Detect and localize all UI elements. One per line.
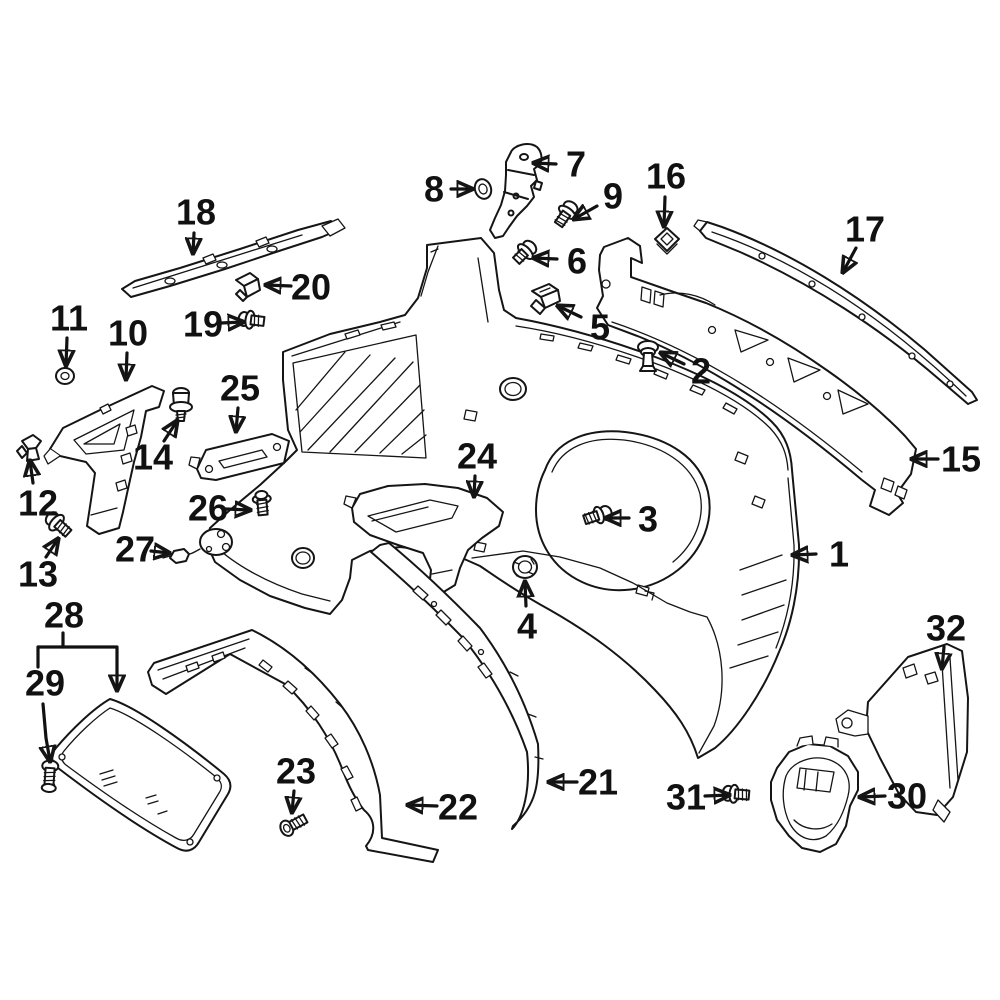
callout-6-label: 6: [567, 241, 587, 282]
callout-26-label: 26: [188, 488, 228, 529]
callout-4-label: 4: [517, 606, 537, 647]
callout-9-leader: [574, 206, 599, 219]
callout-12-leader: [30, 461, 33, 485]
callout-2-leader: [661, 353, 686, 364]
callout-18-label: 18: [176, 192, 216, 233]
part-7-side-bracket-highlighted: [489, 143, 543, 239]
part-28-skid-plate: [51, 698, 232, 852]
callout-7-leader: [534, 163, 558, 164]
callout-30-label: 30: [887, 776, 927, 817]
part-14-bolt: [169, 387, 193, 422]
part-15-impact-absorber: [596, 237, 917, 516]
callout-29-leader: [43, 702, 50, 761]
part-29-screw: [40, 759, 60, 793]
callout-14-label: 14: [133, 437, 173, 478]
part-17-step-trim-rail: [693, 219, 978, 405]
callout-24-leader: [474, 474, 475, 496]
callout-19-label: 19: [183, 304, 223, 345]
callout-22-label: 22: [438, 787, 478, 828]
callout-25-leader: [236, 406, 238, 431]
callout-20-label: 20: [291, 267, 331, 308]
callout-19-leader: [219, 322, 243, 323]
callout-12-label: 12: [18, 483, 58, 524]
callout-5-leader: [558, 306, 583, 317]
part-9-screw: [553, 200, 579, 229]
callout-11-label: 11: [50, 298, 88, 339]
part-30-access-cover: [770, 735, 859, 853]
part-4-nut: [512, 555, 538, 579]
callout-23-label: 23: [276, 751, 316, 792]
callout-13-leader: [46, 539, 58, 559]
part-11-grommet: [55, 367, 75, 385]
part-5-clip: [530, 283, 561, 315]
callout-1-label: 1: [829, 534, 849, 575]
callout-14-leader: [164, 421, 177, 443]
part-6-screw: [512, 239, 538, 265]
part-26-screw: [251, 490, 272, 517]
callout-2-label: 2: [691, 351, 711, 392]
callout-5-label: 5: [590, 307, 610, 348]
callout-27-label: 27: [115, 529, 155, 570]
part-32-mount-bracket-panel: [835, 643, 969, 823]
callout-16-leader: [664, 195, 665, 226]
callout-17-leader: [843, 246, 856, 272]
callout-24-label: 24: [457, 436, 497, 477]
callout-25-label: 25: [220, 368, 260, 409]
callout-26-leader: [224, 509, 250, 510]
callout-15-label: 15: [941, 439, 981, 480]
part-13-screw: [44, 511, 73, 538]
callout-32-leader: [942, 645, 944, 668]
part-25-plate: [188, 433, 290, 481]
callout-31-leader: [703, 795, 729, 796]
callout-29-label: 29: [25, 663, 65, 704]
callout-10-leader: [126, 351, 127, 379]
part-21-trim-strip: [370, 542, 544, 830]
callout-28-leader: [61, 631, 117, 690]
part-2-push-pin: [637, 340, 659, 372]
callout-16-label: 16: [646, 156, 686, 197]
callout-13-label: 13: [18, 554, 58, 595]
callout-6-leader: [534, 258, 559, 259]
callout-1-leader: [793, 554, 818, 555]
part-8-grommet: [473, 178, 493, 200]
callout-30-leader: [860, 796, 887, 797]
callout-4-leader: [525, 582, 526, 608]
part-10-side-bracket: [43, 385, 165, 535]
part-18-mounting-rail: [121, 218, 346, 298]
part-24-lower-shield: [343, 483, 504, 594]
callout-8-label: 8: [424, 169, 444, 210]
callout-20-leader: [266, 285, 293, 286]
callout-7-label: 7: [566, 144, 586, 185]
callout-21-label: 21: [578, 762, 618, 803]
callout-31-label: 31: [666, 777, 706, 818]
callout-23-leader: [292, 789, 294, 812]
part-16-clip-nut: [654, 227, 680, 255]
callout-28-label: 28: [44, 595, 84, 636]
callout-32-label: 32: [926, 608, 966, 649]
callout-22-leader: [408, 805, 439, 806]
callout-10-label: 10: [108, 313, 148, 354]
part-27-sensor: [162, 528, 233, 564]
part-20-clip: [235, 272, 261, 302]
callout-9-label: 9: [603, 176, 623, 217]
part-12-clip: [16, 434, 42, 462]
callout-18-leader: [193, 231, 194, 253]
part-3-bolt: [582, 504, 613, 525]
callout-3-label: 3: [638, 499, 658, 540]
callout-11-leader: [66, 336, 67, 365]
part-22-lower-valance: [147, 629, 439, 863]
callout-27-leader: [149, 551, 169, 553]
callout-17-label: 17: [845, 209, 885, 250]
part-23-screw: [279, 813, 309, 837]
callout-28-bracket: [36, 645, 65, 669]
part-19-screw: [237, 309, 266, 330]
